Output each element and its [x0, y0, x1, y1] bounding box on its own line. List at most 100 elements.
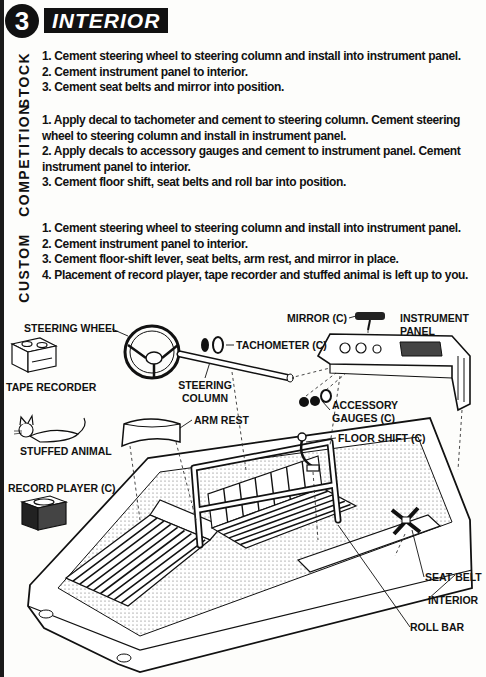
rear-seat	[66, 515, 210, 606]
tape-recorder	[37, 343, 47, 348]
steering-column	[287, 374, 293, 382]
seat-belt	[402, 517, 410, 523]
seat-belt	[392, 508, 420, 534]
floor-shift	[298, 433, 319, 471]
steering-column	[180, 354, 293, 382]
accessory-gauges	[321, 390, 331, 402]
version-tab: COMPETITION	[16, 103, 32, 217]
accessory-gauges	[299, 397, 309, 407]
instrument-panel	[458, 356, 464, 402]
assembly-guides	[290, 368, 330, 378]
tape-recorder	[12, 338, 56, 372]
assembly-guides	[326, 374, 345, 390]
instruction-step: 1. Cement steering wheel to steering col…	[42, 49, 484, 65]
steering-wheel	[128, 345, 178, 377]
instrument-panel	[330, 364, 452, 378]
seat-belt	[392, 508, 420, 534]
assembly-guides	[458, 410, 462, 470]
version-tab: CUSTOM	[16, 233, 32, 302]
floor-shift	[301, 440, 312, 466]
instruction-step: 2. Cement instrument panel to interior.	[42, 65, 484, 81]
instruction-step: 2. Apply decals to accessory gauges and …	[42, 144, 484, 175]
part-name: INSTRUMENT PANEL	[400, 312, 480, 337]
steering-wheel	[125, 326, 179, 378]
tape-recorder	[22, 342, 32, 347]
steering-wheel	[146, 352, 162, 364]
interior-tub	[58, 437, 452, 636]
interior-tub	[117, 654, 131, 662]
part-name: STEERING WHEEL	[24, 322, 119, 335]
instruction-step: 1. Cement steering wheel to steering col…	[42, 221, 484, 237]
record-player	[38, 502, 66, 530]
part-name: FLOOR SHIFT (C)	[338, 432, 426, 445]
roll-bar	[194, 442, 338, 545]
steering-wheel	[125, 326, 179, 378]
stuffed-animal	[78, 418, 85, 434]
instruction-step: 3. Cement floor-shift lever, seat belts,…	[42, 252, 484, 268]
part-name: SEAT BELT	[425, 571, 482, 584]
arm-rest	[124, 424, 180, 427]
roll-bar	[194, 442, 338, 545]
mirror	[355, 312, 385, 320]
arm-rest	[122, 419, 180, 446]
instruction-step: 2. Cement instrument panel to interior.	[42, 237, 484, 253]
stuffed-animal	[30, 430, 78, 442]
part-name: STEERING COLUMN	[170, 379, 240, 404]
part-name: TAPE RECORDER	[6, 381, 96, 394]
leader-lines	[306, 438, 336, 442]
stuffed-animal	[19, 423, 33, 437]
tachometer	[201, 337, 223, 353]
tachometer	[201, 338, 209, 352]
rear-seat	[73, 518, 205, 603]
roll-bar	[198, 485, 334, 510]
leader-lines	[349, 316, 356, 318]
mirror	[355, 312, 385, 330]
instrument-panel	[340, 343, 350, 353]
part-name: ACCESSORY GAUGES (C)	[332, 399, 404, 424]
part-name: ARM REST	[194, 414, 249, 427]
leader-lines	[412, 530, 424, 577]
leader-lines	[205, 362, 210, 378]
tachometer	[213, 337, 223, 353]
part-name: TACHOMETER (C)	[236, 339, 327, 352]
part-name: STUFFED ANIMAL	[20, 445, 112, 458]
instrument-panel	[356, 343, 366, 353]
instruction-step: 1. Apply decal to tachometer and cement …	[42, 113, 484, 144]
instrument-panel	[400, 342, 442, 356]
stuffed-animal	[20, 416, 33, 425]
accessory-gauges	[299, 390, 331, 407]
instruction-step: 3. Cement floor shift, seat belts and ro…	[42, 175, 484, 191]
steering-column	[180, 354, 290, 378]
tape-recorder	[12, 344, 28, 372]
instruction-step: 3. Cement seat belts and mirror into pos…	[42, 80, 484, 96]
page-edge	[0, 0, 4, 677]
instrument-panel	[318, 334, 470, 410]
instruction-step: 4. Placement of record player, tape reco…	[42, 268, 484, 284]
steering-column	[180, 354, 290, 378]
assembly-guides	[395, 534, 405, 556]
record-player	[22, 496, 66, 530]
tape-recorder	[32, 358, 52, 362]
part-name: ROLL BAR	[410, 621, 464, 634]
mirror	[368, 320, 370, 330]
step-number: 3	[5, 4, 39, 38]
assembly-guides	[313, 472, 318, 540]
leader-lines	[226, 345, 234, 346]
accessory-gauges	[310, 396, 320, 406]
instrument-panel	[318, 334, 470, 410]
console	[298, 515, 440, 572]
part-name: RECORD PLAYER (C)	[8, 482, 116, 495]
assembly-guides	[176, 442, 196, 520]
record-player	[22, 502, 38, 530]
instrument-panel	[373, 345, 381, 353]
console	[298, 515, 440, 572]
interior-tub	[39, 610, 53, 618]
stuffed-animal	[14, 431, 22, 434]
version-tab: STOCK	[16, 52, 32, 108]
step-badge	[5, 4, 39, 38]
tape-recorder	[28, 346, 56, 372]
part-name: INTERIOR	[428, 594, 478, 607]
roll-bar	[194, 442, 338, 545]
